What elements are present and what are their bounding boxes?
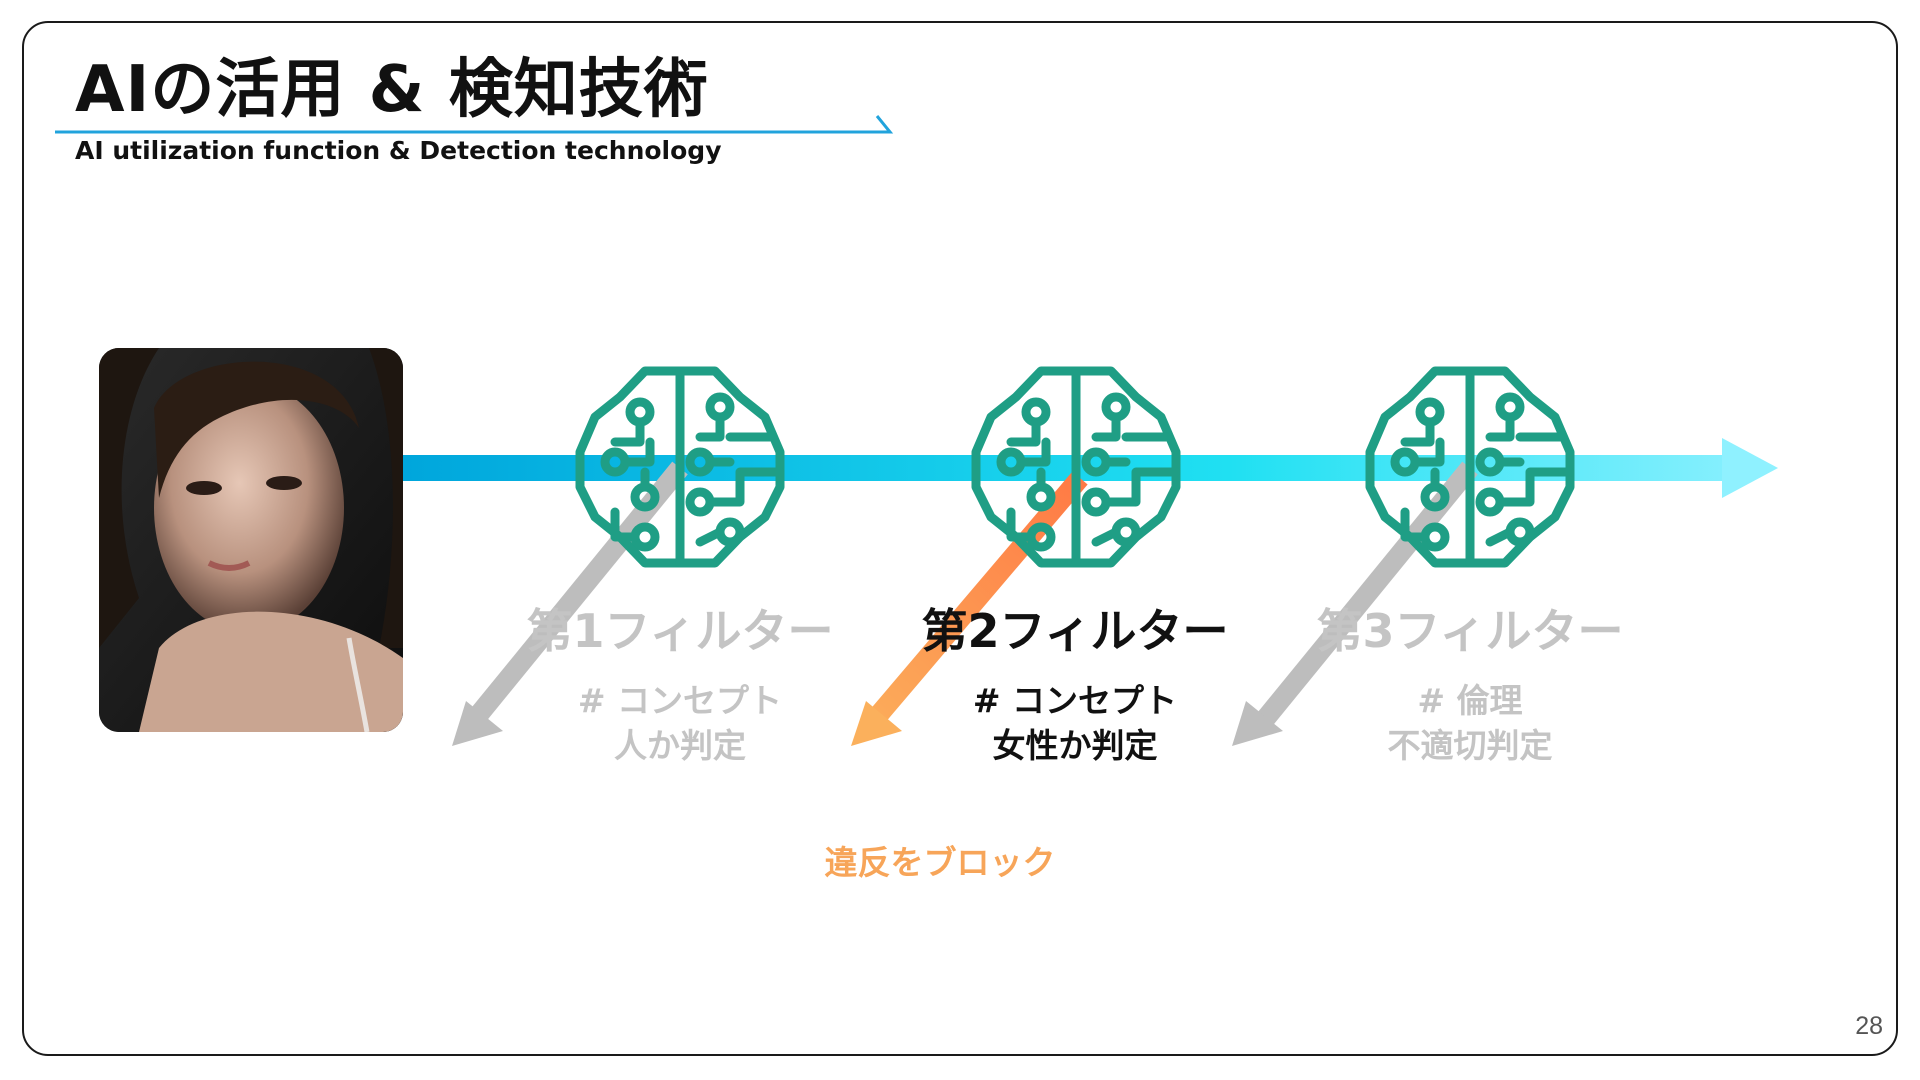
filter-3-desc-line1: # 倫理 (1417, 681, 1523, 720)
filter-2-description: # コンセプト 女性か判定 (895, 678, 1255, 768)
ai-brain-circuit-icon (575, 366, 785, 568)
ai-brain-circuit-icon (971, 366, 1181, 568)
filter-1-desc-line2: 人か判定 (614, 726, 746, 765)
filter-3-name: 第3フィルター (1316, 604, 1624, 658)
block-violation-label: 違反をブロック (824, 843, 1056, 882)
filter-3-desc-line2: 不適切判定 (1387, 726, 1553, 765)
slide-title: AIの活用 & 検知技術 (75, 53, 709, 127)
filter-3-description: # 倫理 不適切判定 (1290, 678, 1650, 768)
filter-1-desc-line1: # コンセプト (577, 681, 783, 720)
filter-2-desc-line1: # コンセプト (972, 681, 1178, 720)
slide-subtitle: AI utilization function & Detection tech… (75, 136, 722, 165)
ai-brain-circuit-icon (1365, 366, 1575, 568)
filter-1-name: 第1フィルター (526, 604, 834, 658)
filter-2-name: 第2フィルター (921, 604, 1229, 658)
portrait-photo (99, 348, 403, 732)
filter-2-desc-line2: 女性か判定 (992, 726, 1158, 765)
page-number: 28 (1855, 1012, 1883, 1040)
filter-1-description: # コンセプト 人か判定 (500, 678, 860, 768)
title-underline (55, 115, 894, 134)
